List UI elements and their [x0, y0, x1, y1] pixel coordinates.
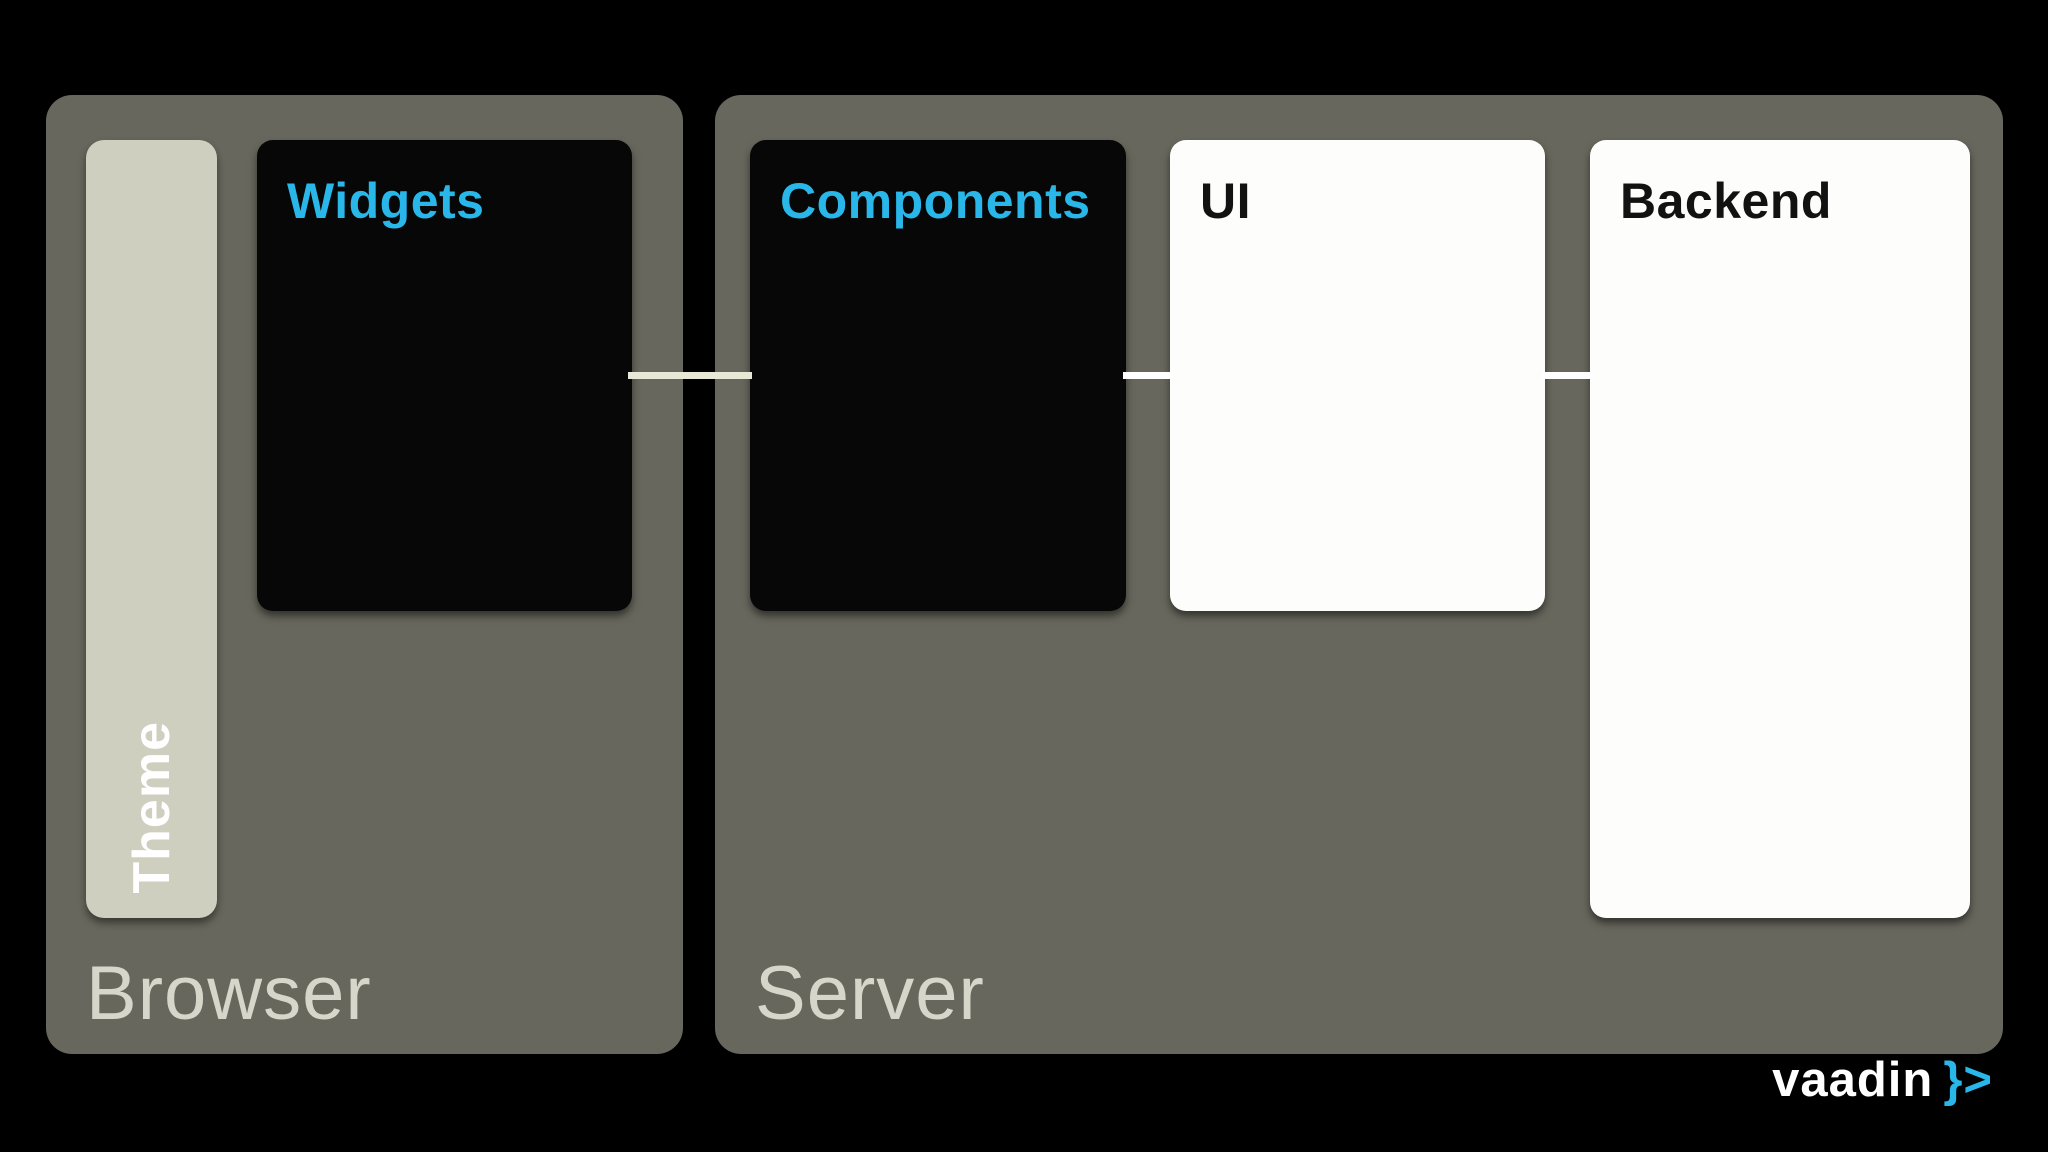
- theme-node: Theme: [86, 140, 217, 918]
- browser-container-label: Browser: [86, 951, 372, 1036]
- connector-widgets-components: [628, 372, 752, 379]
- server-container: Components UI Backend Server: [715, 95, 2003, 1054]
- backend-node: Backend: [1590, 140, 1970, 918]
- widgets-node-label: Widgets: [287, 173, 485, 229]
- theme-node-label: Theme: [122, 721, 181, 894]
- connector-components-ui: [1123, 372, 1173, 379]
- vaadin-logo: vaadin}>: [1772, 1056, 1993, 1105]
- connector-ui-backend: [1542, 372, 1593, 379]
- browser-container: Theme Widgets Browser: [46, 95, 683, 1054]
- backend-node-label: Backend: [1620, 173, 1832, 229]
- widgets-node: Widgets: [257, 140, 632, 611]
- ui-node-label: UI: [1200, 173, 1251, 229]
- vaadin-logo-wordmark: vaadin: [1772, 1053, 1934, 1107]
- server-container-label: Server: [755, 951, 985, 1036]
- components-node: Components: [750, 140, 1126, 611]
- ui-node: UI: [1170, 140, 1545, 611]
- vaadin-logo-brackets-icon: }>: [1943, 1053, 1993, 1107]
- components-node-label: Components: [780, 173, 1091, 229]
